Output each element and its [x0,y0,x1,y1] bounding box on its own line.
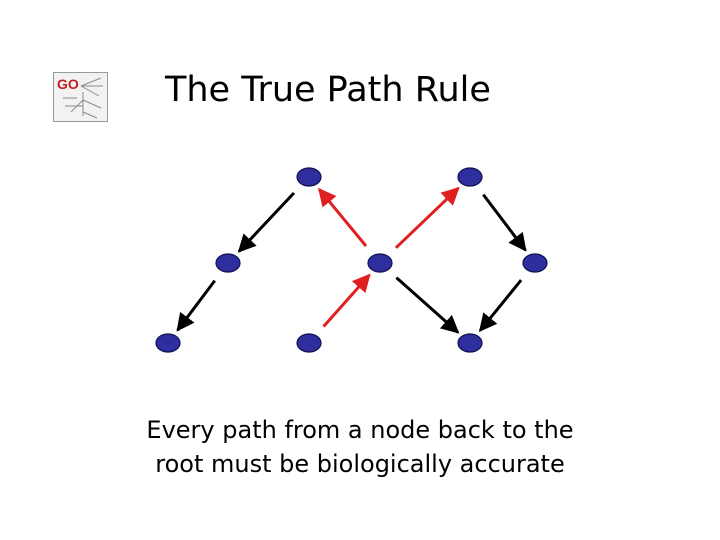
edge-d-b [394,186,460,249]
edge-a-c [237,191,295,253]
edge-d-a [318,187,368,247]
node-e [522,253,548,273]
edge-b-e [482,193,527,252]
node-f [155,333,181,353]
node-g [296,333,322,353]
go-logo-icon: GO [53,72,108,122]
slide-title: The True Path Rule [165,70,491,110]
edge-d-h [395,276,460,334]
node-b [457,167,483,187]
edge-e-h [478,279,523,332]
node-c [215,253,241,273]
node-h [457,333,483,353]
caption-line-1: Every path from a node back to the [146,416,574,444]
node-d [367,253,393,273]
go-logo-text: GO [57,76,79,92]
edge-g-d [322,273,371,328]
node-a [296,167,322,187]
caption-line-2: root must be biologically accurate [155,450,565,478]
edge-c-f [176,279,217,332]
